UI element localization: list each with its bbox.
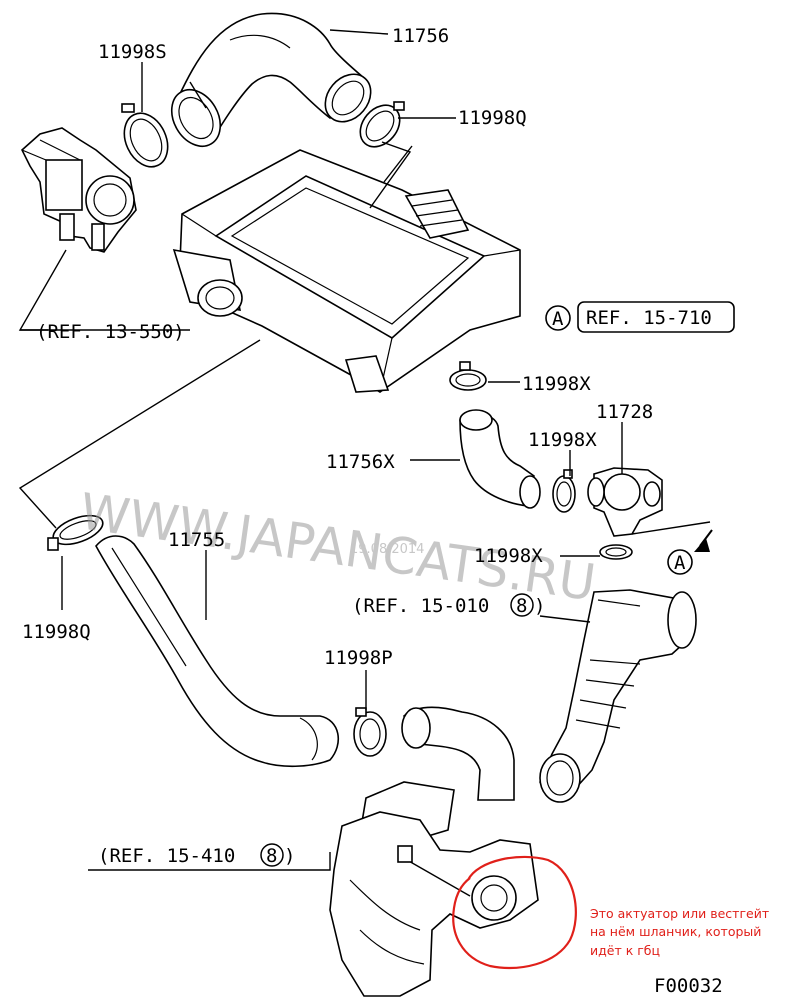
annotation-line-3: идёт к гбц	[590, 943, 660, 958]
circle-a-top: A	[552, 308, 564, 330]
intercooler-outlet-hose-11755	[95, 535, 339, 768]
annotation-line-1: Это актуатор или вестгейт	[590, 906, 769, 921]
circle-a-top-badge: A	[545, 305, 571, 331]
annotation-line-2: на нём шланчик, который	[590, 924, 761, 939]
ref-15-410-group: (REF. 15-410 8 )	[98, 843, 295, 867]
circle-a-bottom: A	[674, 552, 686, 574]
label-11728: 11728	[596, 401, 653, 423]
label-11998X-3: 11998X	[474, 545, 543, 567]
red-annotation: Это актуатор или вестгейт на нём шланчик…	[452, 855, 769, 970]
hose-clamp-11998P	[353, 707, 387, 757]
ref-15-410-close: )	[284, 845, 295, 867]
leader-lines	[18, 29, 711, 871]
label-11998S: 11998S	[98, 41, 167, 63]
circle-a-bottom-badge: A	[667, 549, 693, 575]
bypass-hose-11756X	[459, 409, 541, 509]
hose-clamp-11998X-3	[599, 544, 633, 560]
bypass-valve-11728	[587, 467, 663, 537]
label-ref-13-550: (REF. 13-550)	[36, 321, 185, 343]
label-11998Q-top: 11998Q	[458, 107, 527, 129]
label-11998Q-left: 11998Q	[22, 621, 91, 643]
label-11755: 11755	[168, 529, 225, 551]
hose-clamp-11998S	[121, 103, 169, 168]
intercooler-inlet-pipe-11756	[170, 12, 372, 148]
arrow-icon	[694, 529, 713, 552]
intercooler	[172, 149, 521, 393]
label-11998P: 11998P	[324, 647, 393, 669]
hose-clamp-11998X-1	[449, 361, 487, 391]
turbocharger	[329, 706, 539, 997]
part-labels: 11998S 11756 11998Q (REF. 13-550) A REF.…	[22, 25, 735, 997]
label-11756X: 11756X	[326, 451, 395, 473]
hose-clamp-11998Q-left	[47, 514, 104, 551]
label-11998X-1: 11998X	[522, 373, 591, 395]
label-11756: 11756	[392, 25, 449, 47]
intake-pipe	[539, 589, 697, 803]
throttle-body	[21, 127, 137, 253]
label-ref-15-010: (REF. 15-010	[352, 595, 489, 617]
red-highlight-circle	[452, 855, 577, 970]
ref-15-410-number: 8	[266, 845, 277, 867]
label-ref-15-410: (REF. 15-410	[98, 845, 235, 867]
label-ref-15-710: REF. 15-710	[586, 307, 712, 329]
hose-clamp-11998X-2	[552, 469, 576, 513]
ref-15-010-number: 8	[516, 595, 527, 617]
hose-clamp-11998Q-top	[359, 101, 405, 148]
ref-15-010-close: )	[534, 595, 545, 617]
label-11998X-2: 11998X	[528, 429, 597, 451]
ref-15-010-group: (REF. 15-010 8 )	[352, 593, 545, 617]
ref-15-710-box: REF. 15-710	[577, 301, 735, 333]
figure-code: F00032	[654, 975, 723, 997]
watermark-date: 19.08.2014	[350, 542, 424, 557]
